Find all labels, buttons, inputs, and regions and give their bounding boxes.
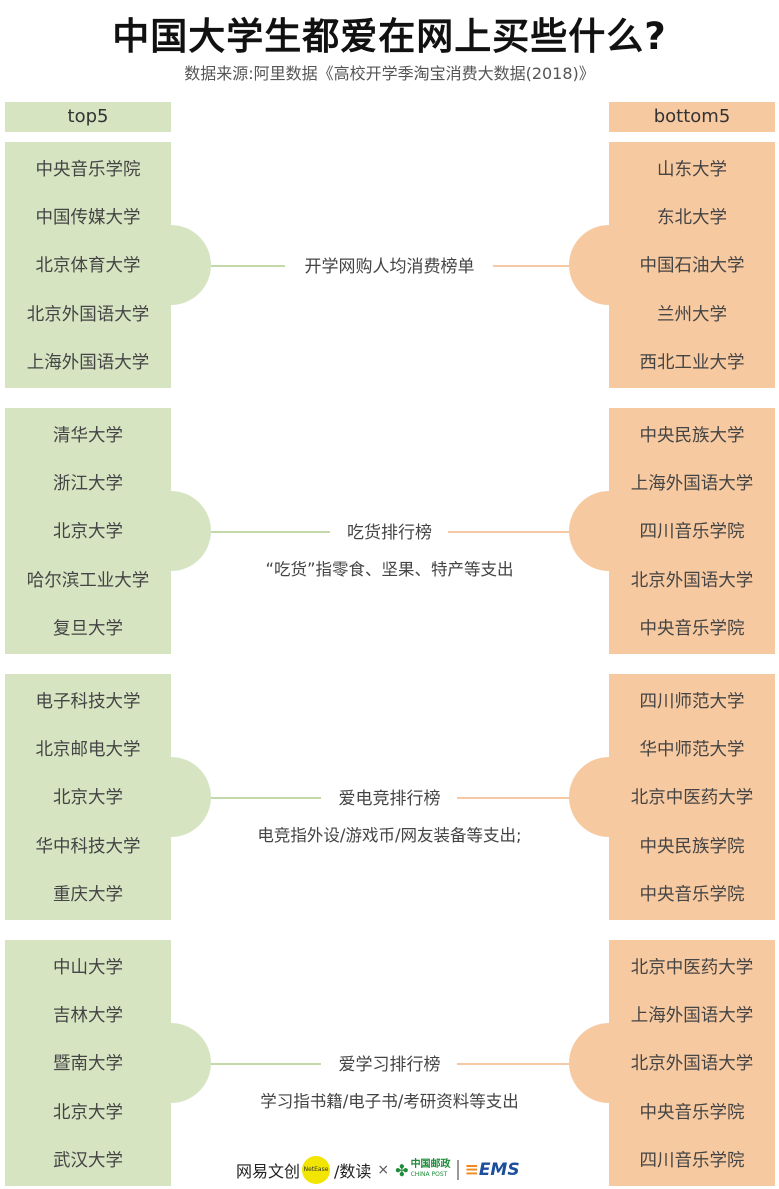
list-item: 吉林大学 (53, 1006, 123, 1027)
top5-list: 电子科技大学北京邮电大学北京大学华中科技大学重庆大学 (5, 674, 171, 920)
list-item: 中央音乐学院 (639, 619, 745, 640)
right-connector-line (457, 797, 569, 799)
top5-list: 清华大学浙江大学北京大学哈尔滨工业大学复旦大学 (5, 408, 171, 654)
ranking-note: 电竞指外设/游戏币/网友装备等支出; (257, 826, 522, 845)
right-connector-line (493, 265, 569, 267)
left-connector-line (211, 531, 330, 533)
bottom5-list-box: 四川师范大学华中师范大学北京中医药大学中央民族学院中央音乐学院 (609, 674, 775, 920)
list-item: 中央音乐学院 (639, 1102, 745, 1123)
bottom5-list-box: 山东大学东北大学中国石油大学兰州大学西北工业大学 (609, 142, 775, 388)
list-item: 复旦大学 (53, 619, 123, 640)
bottom5-list-box: 中央民族大学上海外国语大学四川音乐学院北京外国语大学中央音乐学院 (609, 408, 775, 654)
ranking-note: “吃货”指零食、坚果、特产等支出 (265, 560, 514, 579)
ranking-title: 开学网购人均消费榜单 (0, 252, 779, 277)
list-item: 北京外国语大学 (26, 304, 150, 325)
top5-list: 中山大学吉林大学暨南大学北京大学武汉大学 (5, 940, 171, 1186)
footer-logos: 网易文创 NetEase /数读 × ✤ 中国邮政 CHINA POST ≡EM… (236, 1155, 520, 1185)
list-item: 东北大学 (657, 208, 727, 229)
list-item: 武汉大学 (53, 1151, 123, 1172)
page-title: 中国大学生都爱在网上买些什么? (112, 15, 667, 58)
list-item: 上海外国语大学 (630, 474, 754, 495)
times-sign: × (377, 1162, 390, 1178)
list-item: 清华大学 (53, 425, 123, 446)
list-item: 中国传媒大学 (35, 208, 141, 229)
list-item: 北京大学 (53, 522, 123, 543)
ranking-section: 中山大学吉林大学暨南大学北京大学武汉大学 北京中医药大学上海外国语大学北京外国语大… (0, 940, 779, 1186)
left-connector-line (211, 797, 321, 799)
list-item: 北京外国语大学 (630, 1054, 754, 1075)
ranking-title: 爱电竞排行榜 (0, 784, 779, 809)
list-item: 西北工业大学 (639, 353, 745, 374)
list-item: 暨南大学 (53, 1054, 123, 1075)
list-item: 中山大学 (53, 957, 123, 978)
netease-logo: 网易文创 (236, 1162, 301, 1181)
ranking-section: 电子科技大学北京邮电大学北京大学华中科技大学重庆大学四川师范大学华中师范大学北京… (0, 674, 779, 920)
list-item: 浙江大学 (53, 474, 123, 495)
list-item: 华中科技大学 (35, 836, 141, 857)
shudu-logo: /数读 (334, 1162, 372, 1181)
list-item: 北京中医药大学 (630, 957, 754, 978)
china-post-logo: 中国邮政 CHINA POST (410, 1159, 451, 1179)
ranking-title: 吃货排行榜 (0, 518, 779, 543)
ranking-title-text: 爱学习排行榜 (324, 1055, 455, 1075)
list-item: 北京大学 (53, 1102, 123, 1123)
bottom5-header: bottom5 (609, 102, 775, 132)
list-item: 北京体育大学 (35, 256, 141, 277)
list-item: 中央民族学院 (639, 836, 745, 857)
top5-list: 中央音乐学院中国传媒大学北京体育大学北京外国语大学上海外国语大学 (5, 142, 171, 388)
bottom5-list: 山东大学东北大学中国石油大学兰州大学西北工业大学 (609, 142, 775, 388)
bottom5-list-box: 北京中医药大学上海外国语大学北京外国语大学中央音乐学院四川音乐学院 (609, 940, 775, 1186)
bottom5-list: 北京中医药大学上海外国语大学北京外国语大学中央音乐学院四川音乐学院 (609, 940, 775, 1186)
netease-badge: NetEase (302, 1156, 331, 1184)
ranking-title-text: 开学网购人均消费榜单 (290, 257, 489, 277)
top5-list-box: 电子科技大学北京邮电大学北京大学华中科技大学重庆大学 (5, 674, 171, 920)
china-post-icon: ✤ (395, 1160, 409, 1180)
list-item: 北京外国语大学 (630, 570, 754, 591)
right-connector-line (457, 1063, 569, 1065)
top5-header: top5 (5, 102, 171, 132)
top5-list-box: 中央音乐学院中国传媒大学北京体育大学北京外国语大学上海外国语大学 (5, 142, 171, 388)
list-item: 兰州大学 (657, 304, 727, 325)
ranking-title-text: 爱电竞排行榜 (324, 789, 455, 809)
bottom5-list: 中央民族大学上海外国语大学四川音乐学院北京外国语大学中央音乐学院 (609, 408, 775, 654)
top5-list-box: 中山大学吉林大学暨南大学北京大学武汉大学 (5, 940, 171, 1186)
ranking-title-text: 吃货排行榜 (333, 523, 446, 543)
list-item: 电子科技大学 (35, 691, 141, 712)
list-item: 山东大学 (657, 159, 727, 180)
ranking-section: 中央音乐学院中国传媒大学北京体育大学北京外国语大学上海外国语大学 山东大学东北大学… (0, 142, 779, 388)
list-item: 四川音乐学院 (639, 1151, 745, 1172)
list-item: 四川师范大学 (639, 691, 745, 712)
ranking-section: 清华大学浙江大学北京大学哈尔滨工业大学复旦大学 中央民族大学上海外国语大学四川音乐… (0, 408, 779, 654)
list-item: 哈尔滨工业大学 (26, 570, 150, 591)
list-item: 中央民族大学 (639, 425, 745, 446)
list-item: 上海外国语大学 (26, 353, 150, 374)
list-item: 中国石油大学 (639, 256, 745, 277)
list-item: 华中师范大学 (639, 740, 745, 761)
list-item: 中央音乐学院 (639, 885, 745, 906)
list-item: 北京中医药大学 (630, 788, 754, 809)
bottom5-list: 四川师范大学华中师范大学北京中医药大学中央民族学院中央音乐学院 (609, 674, 775, 920)
ranking-title: 爱学习排行榜 (0, 1050, 779, 1075)
right-connector-line (448, 531, 569, 533)
list-item: 重庆大学 (53, 885, 123, 906)
list-item: 北京邮电大学 (35, 740, 141, 761)
data-source: 数据来源:阿里数据《高校开学季淘宝消费大数据(2018)》 (184, 64, 595, 83)
ranking-note: 学习指书籍/电子书/考研资料等支出 (260, 1092, 519, 1111)
top5-list-box: 清华大学浙江大学北京大学哈尔滨工业大学复旦大学 (5, 408, 171, 654)
list-item: 上海外国语大学 (630, 1006, 754, 1027)
list-item: 四川音乐学院 (639, 522, 745, 543)
list-item: 北京大学 (53, 788, 123, 809)
ems-logo: ≡EMS (456, 1160, 520, 1180)
left-connector-line (211, 265, 285, 267)
list-item: 中央音乐学院 (35, 159, 141, 180)
left-connector-line (211, 1063, 321, 1065)
